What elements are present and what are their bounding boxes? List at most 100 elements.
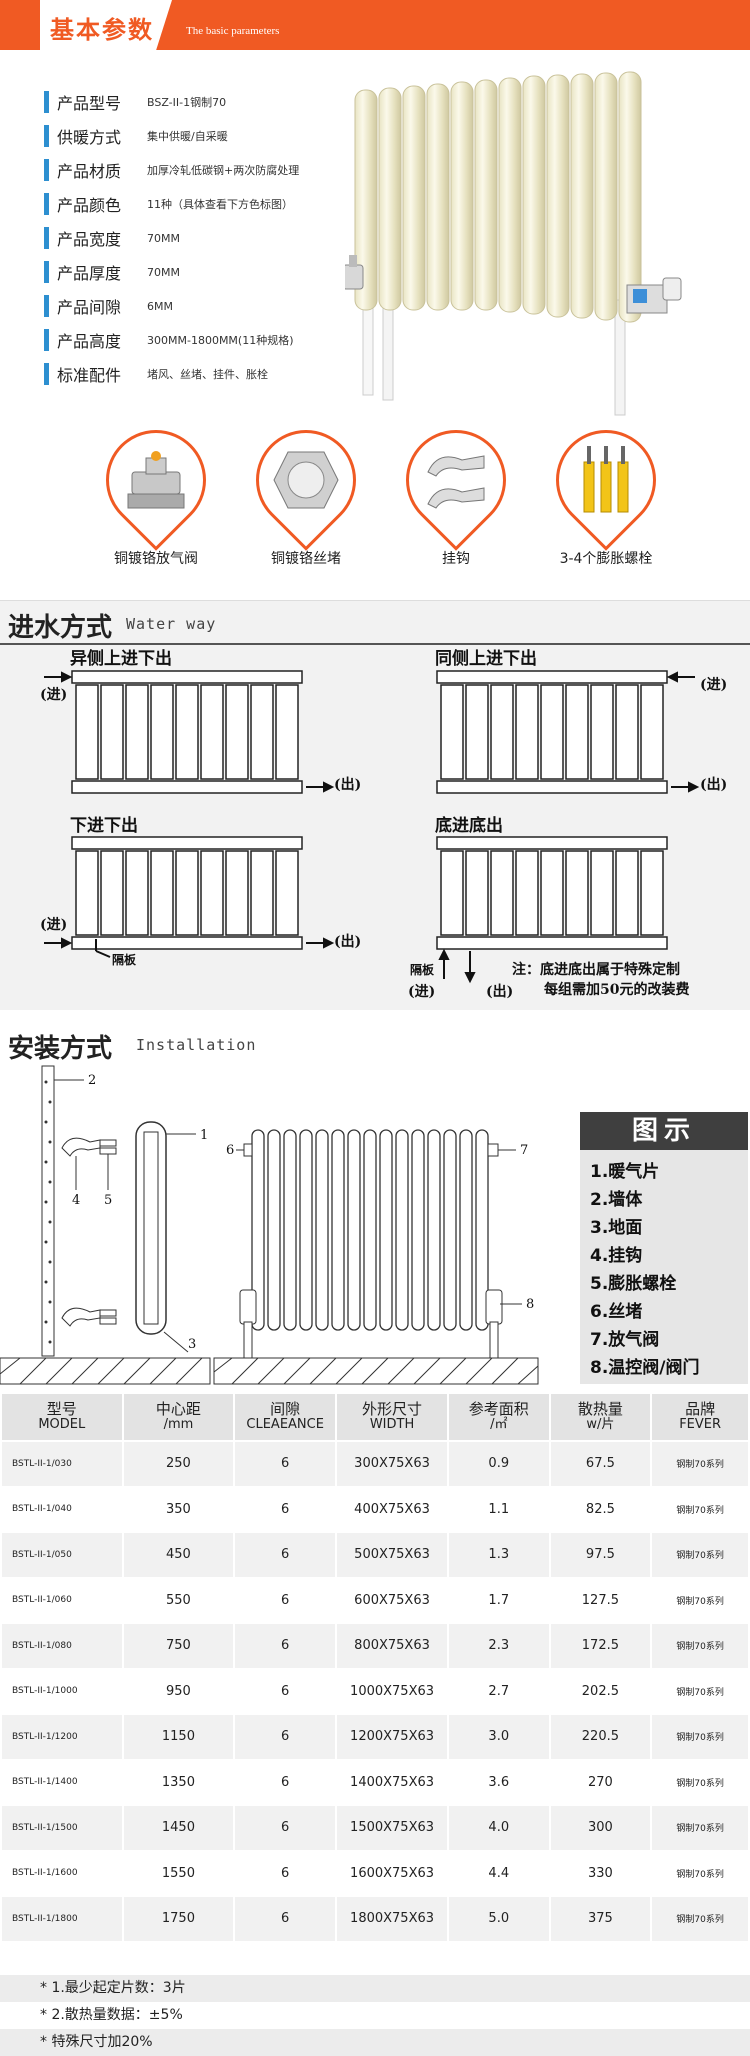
- accessory-air-valve: 铜镀铬放气阀: [85, 409, 227, 568]
- table-cell: BSTL-II-1/050: [2, 1533, 122, 1577]
- param-value: 集中供暖/自采暖: [147, 130, 228, 143]
- outlet-label: (出): [486, 984, 514, 1000]
- table-cell: 220.5: [550, 1715, 651, 1759]
- note-item: * 1.最少起定片数：3片: [0, 1975, 750, 2002]
- inlet-label: (进): [40, 687, 68, 703]
- header-cn: 外形尺寸: [362, 1400, 423, 1418]
- callout-2: 2: [88, 1073, 96, 1088]
- divider: [0, 643, 750, 645]
- table-cell: 1500X75X63: [337, 1806, 447, 1850]
- accessory-label: 挂钩: [442, 551, 470, 567]
- water-way-title: 进水方式: [8, 613, 113, 643]
- header-cn: 散热量: [577, 1400, 623, 1418]
- baffle-label: 隔板: [112, 953, 137, 967]
- header-en: CLEAEANCE: [246, 1417, 324, 1432]
- table-cell: 1450: [123, 1806, 234, 1850]
- callout-7: 7: [520, 1143, 528, 1158]
- param-value: 70MM: [147, 231, 180, 245]
- param-value: 300MM-1800MM(11种规格): [147, 334, 294, 347]
- table-cell: 350: [123, 1487, 234, 1531]
- custom-note-line1: 注：底进底出属于特殊定制: [512, 962, 680, 978]
- table-cell: 1800X75X63: [337, 1897, 447, 1941]
- table-cell: 500X75X63: [337, 1533, 447, 1577]
- table-cell: 67.5: [550, 1442, 651, 1486]
- legend-item: 4.挂钩: [590, 1246, 643, 1266]
- table-cell: 1.7: [448, 1578, 549, 1622]
- param-label: 产品宽度: [57, 230, 122, 249]
- inlet-label: (进): [408, 984, 436, 1000]
- table-cell: 1350: [123, 1760, 234, 1804]
- table-cell: 550: [123, 1578, 234, 1622]
- header-en: /mm: [163, 1417, 194, 1432]
- inlet-label: (进): [40, 917, 68, 933]
- legend-item: 8.温控阀/阀门: [590, 1358, 700, 1378]
- table-cell: 4.4: [448, 1851, 549, 1895]
- table-cell: 6: [235, 1851, 336, 1895]
- table-cell: 82.5: [550, 1487, 651, 1531]
- header-cn: 型号: [46, 1400, 77, 1418]
- table-cell: BSTL-II-1/030: [2, 1442, 122, 1486]
- param-value: 11种（具体查看下方色标图）: [147, 198, 293, 211]
- legend-items: 1.暖气片 2.墙体 3.地面 4.挂钩 5.膨胀螺栓 6.丝堵 7.放气阀 8…: [580, 1150, 748, 1382]
- accessory-label: 铜镀铬丝堵: [271, 551, 341, 567]
- table-cell: 330: [550, 1851, 651, 1895]
- table-cell: 6: [235, 1715, 336, 1759]
- legend-item: 7.放气阀: [590, 1330, 660, 1350]
- water-way-diagrams: [44, 670, 700, 984]
- table-cell: 250: [123, 1442, 234, 1486]
- table-cell: 钢制70系列: [652, 1806, 748, 1850]
- note-item: * 2.散热量数据：±5%: [40, 2007, 183, 2023]
- param-bullet: [44, 91, 49, 113]
- table-cell: 1150: [123, 1715, 234, 1759]
- param-value: 堵风、丝堵、挂件、胀栓: [147, 368, 268, 381]
- param-row: 产品材质加厚冷轧低碳钢+两次防腐处理: [44, 153, 344, 187]
- diagram-title: 异侧上进下出: [70, 649, 172, 669]
- table-cell: 3.0: [448, 1715, 549, 1759]
- callout-4: 4: [72, 1193, 80, 1208]
- table-cell: 1.3: [448, 1533, 549, 1577]
- table-cell: 6: [235, 1442, 336, 1486]
- legend-title: 图示: [580, 1112, 748, 1150]
- table-cell: 400X75X63: [337, 1487, 447, 1531]
- legend-item: 3.地面: [590, 1218, 643, 1238]
- table-cell: 3.6: [448, 1760, 549, 1804]
- table-cell: 钢制70系列: [652, 1760, 748, 1804]
- water-way-subtitle: Water way: [126, 615, 217, 633]
- accessory-frame: [385, 409, 527, 551]
- table-cell: BSTL-II-1/080: [2, 1624, 122, 1668]
- param-bullet: [44, 159, 49, 181]
- table-cell: 6: [235, 1806, 336, 1850]
- table-cell: 0.9: [448, 1442, 549, 1486]
- table-cell: 钢制70系列: [652, 1851, 748, 1895]
- header-banner: 基本参数 The basic parameters: [0, 0, 750, 50]
- table-cell: 6: [235, 1578, 336, 1622]
- header-cn: 中心距: [155, 1400, 201, 1418]
- header-cn: 参考面积: [468, 1400, 529, 1418]
- table-cell: 5.0: [448, 1897, 549, 1941]
- param-label: 标准配件: [57, 366, 122, 385]
- table-cell: 97.5: [550, 1533, 651, 1577]
- note-item: * 特殊尺寸加20%: [0, 2029, 750, 2056]
- baffle-label: 隔板: [410, 963, 435, 977]
- table-cell: 1750: [123, 1897, 234, 1941]
- accessory-plug: 铜镀铬丝堵: [235, 409, 377, 568]
- diagram-title: 底进底出: [435, 816, 503, 836]
- page-title: 基本参数: [50, 16, 154, 44]
- table-cell: BSTL-II-1/060: [2, 1578, 122, 1622]
- param-row: 标准配件 堵风、丝堵、挂件、胀栓: [44, 357, 344, 391]
- param-label: 产品高度: [57, 332, 122, 351]
- table-cell: 800X75X63: [337, 1624, 447, 1668]
- table-cell: 钢制70系列: [652, 1715, 748, 1759]
